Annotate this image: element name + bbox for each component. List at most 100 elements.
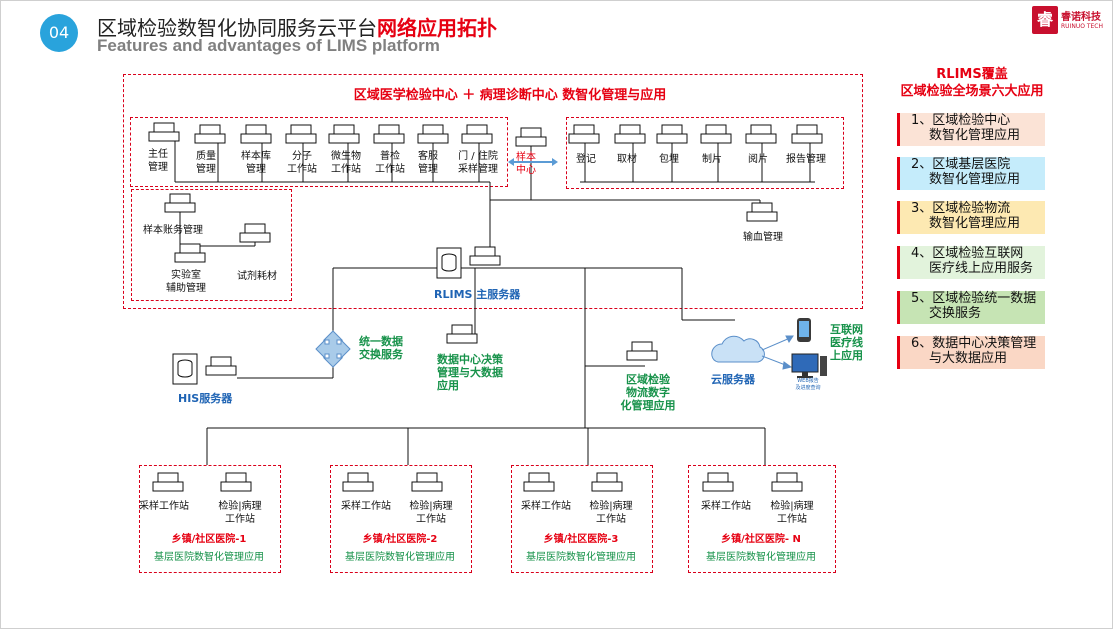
hospital-3-app: 基层医院数智化管理应用 [526,552,636,563]
aux-label-sample-accounts: 样本账务管理 [143,225,203,236]
page-title-text: 区域检验数智化协同服务云平台 [97,16,377,40]
hospital-test-line1: 检验|病理 [409,501,453,512]
module-label-general: 普检工作站 [368,150,412,176]
sidebar-app-line1: 5、区域检验统一数据 [911,291,1037,306]
logistics-line2: 物流数字 [626,386,670,399]
sidebar-app-5: 5、区域检验统一数据交换服务 [897,291,1045,324]
aux-modules-frame [131,189,292,301]
hospital-2-app: 基层医院数智化管理应用 [345,552,455,563]
hospital-test-line1: 检验|病理 [770,501,814,512]
sample-center-line1: 样本 [516,152,536,163]
hospital-n-app: 基层医院数智化管理应用 [706,552,816,563]
module-label-slide: 制片 [702,154,722,165]
sidebar-app-accent [897,113,900,146]
sidebar-app-accent [897,157,900,190]
page-subtitle: Features and advantages of LIMS platform [97,36,440,55]
data-exchange-line2: 交换服务 [359,348,403,361]
data-decision-label: 数据中心决策管理与大数据应用 [437,353,503,392]
hospital-test-line2: 工作站 [416,514,446,525]
center-panel-title: 区域医学检验中心 ＋ 病理诊断中心 数智化管理与应用 [353,88,667,103]
module-label-line2: 工作站 [331,164,361,175]
sidebar-app-accent [897,201,900,234]
module-label-line2: 管理 [148,162,168,173]
module-label-line1: 客服 [418,151,438,162]
hospital-1-collect-label: 采样工作站 [139,501,189,512]
module-label-embedding: 包埋 [659,154,679,165]
module-label-line1: 普检 [380,151,400,162]
sidebar-app-line2: 数智化管理应用 [929,128,1021,143]
data-decision-line1: 数据中心决策 [437,353,503,366]
hospital-1-name: 乡镇/社区医院-1 [171,534,247,545]
module-label-sampling: 门 / 住院采样管理 [452,150,504,176]
module-label-sampling-tissue: 取材 [617,154,637,165]
module-label-line1: 门 / 住院 [458,151,498,162]
hospital-test-line1: 检验|病理 [589,501,633,512]
sidebar-app-line2: 数智化管理应用 [929,172,1021,187]
hospital-1-test-label: 检验|病理工作站 [213,500,267,526]
hospital-test-line2: 工作站 [225,514,255,525]
hospital-frame-2 [330,465,472,573]
module-label-register: 登记 [576,154,596,165]
section-number-badge: 04 [40,14,78,52]
sidebar-app-line2: 医疗线上应用服务 [929,261,1034,276]
internet-medical-label: 互联网医疗线上应用 [830,323,863,362]
lab-modules-frame [130,117,508,187]
sidebar-app-3: 3、区域检验物流数智化管理应用 [897,201,1045,234]
aux-label-blood: 输血管理 [743,232,783,243]
module-label-director: 主任管理 [140,148,176,174]
hospital-frame-3 [511,465,653,573]
data-exchange-line1: 统一数据 [359,335,403,348]
sidebar-app-line2: 交换服务 [929,306,982,321]
sidebar-app-accent [897,336,900,369]
module-label-line1: 微生物 [331,151,361,162]
sidebar-app-line1: 4、区域检验互联网 [911,246,1024,261]
hospital-n-name: 乡镇/社区医院- N [721,534,801,545]
hospital-n-collect-label: 采样工作站 [701,501,751,512]
logo-en: RUINUO TECH [1061,23,1103,30]
module-label-line2: 管理 [196,164,216,175]
logo-mark: 睿 [1032,6,1058,34]
logistics-line3: 化管理应用 [620,399,676,412]
hospital-2-test-label: 检验|病理工作站 [404,500,458,526]
data-decision-line2: 管理与大数据 [437,366,503,379]
sidebar-app-accent [897,246,900,279]
sidebar-app-line1: 1、区域检验中心 [911,113,1011,128]
aux-label-reagents: 试剂耗材 [237,271,277,282]
aux-label-lab: 实验室辅助管理 [158,269,214,295]
sidebar-app-1: 1、区域检验中心数智化管理应用 [897,113,1045,146]
sidebar-app-line1: 6、数据中心决策管理 [911,336,1037,351]
logistics-label: 区域检验物流数字化管理应用 [608,373,688,412]
pathology-modules-frame [566,117,844,189]
sidebar-app-accent [897,291,900,324]
page-title: 区域检验数智化协同服务云平台网络应用拓扑 [97,12,497,41]
hospital-n-test-label: 检验|病理工作站 [765,500,819,526]
company-logo: 睿 睿诺科技 RUINUO TECH [1032,6,1104,36]
sample-center-label: 样本中心 [512,151,540,177]
sidebar-app-2: 2、区域基层医院数智化管理应用 [897,157,1045,190]
web-report-line2: 及进度查询 [795,385,821,391]
module-label-molecular: 分子工作站 [280,150,324,176]
hospital-1-app: 基层医院数智化管理应用 [154,552,264,563]
sidebar-app-line1: 3、区域检验物流 [911,201,1011,216]
web-report-line1: WEB报告 [797,378,819,384]
module-label-service: 客服管理 [410,150,446,176]
module-label-quality: 质量管理 [188,150,224,176]
data-exchange-label: 统一数据交换服务 [359,335,403,361]
data-decision-line3: 应用 [437,379,459,392]
hospital-test-line2: 工作站 [777,514,807,525]
module-label-line1: 质量 [196,151,216,162]
hospital-frame-n [688,465,836,573]
his-server-label: HIS服务器 [178,392,233,405]
module-label-line2: 管理 [418,164,438,175]
module-label-report: 报告管理 [786,154,826,165]
hospital-test-line2: 工作站 [596,514,626,525]
aux-label-lab-line1: 实验室 [171,270,201,281]
sidebar-app-4: 4、区域检验互联网医疗线上应用服务 [897,246,1045,279]
module-label-reading: 阅片 [748,154,768,165]
module-label-line1: 主任 [148,149,168,160]
internet-line3: 上应用 [830,349,863,362]
center-panel-frame [123,74,863,309]
hospital-2-name: 乡镇/社区医院-2 [362,534,438,545]
hospital-3-collect-label: 采样工作站 [521,501,571,512]
